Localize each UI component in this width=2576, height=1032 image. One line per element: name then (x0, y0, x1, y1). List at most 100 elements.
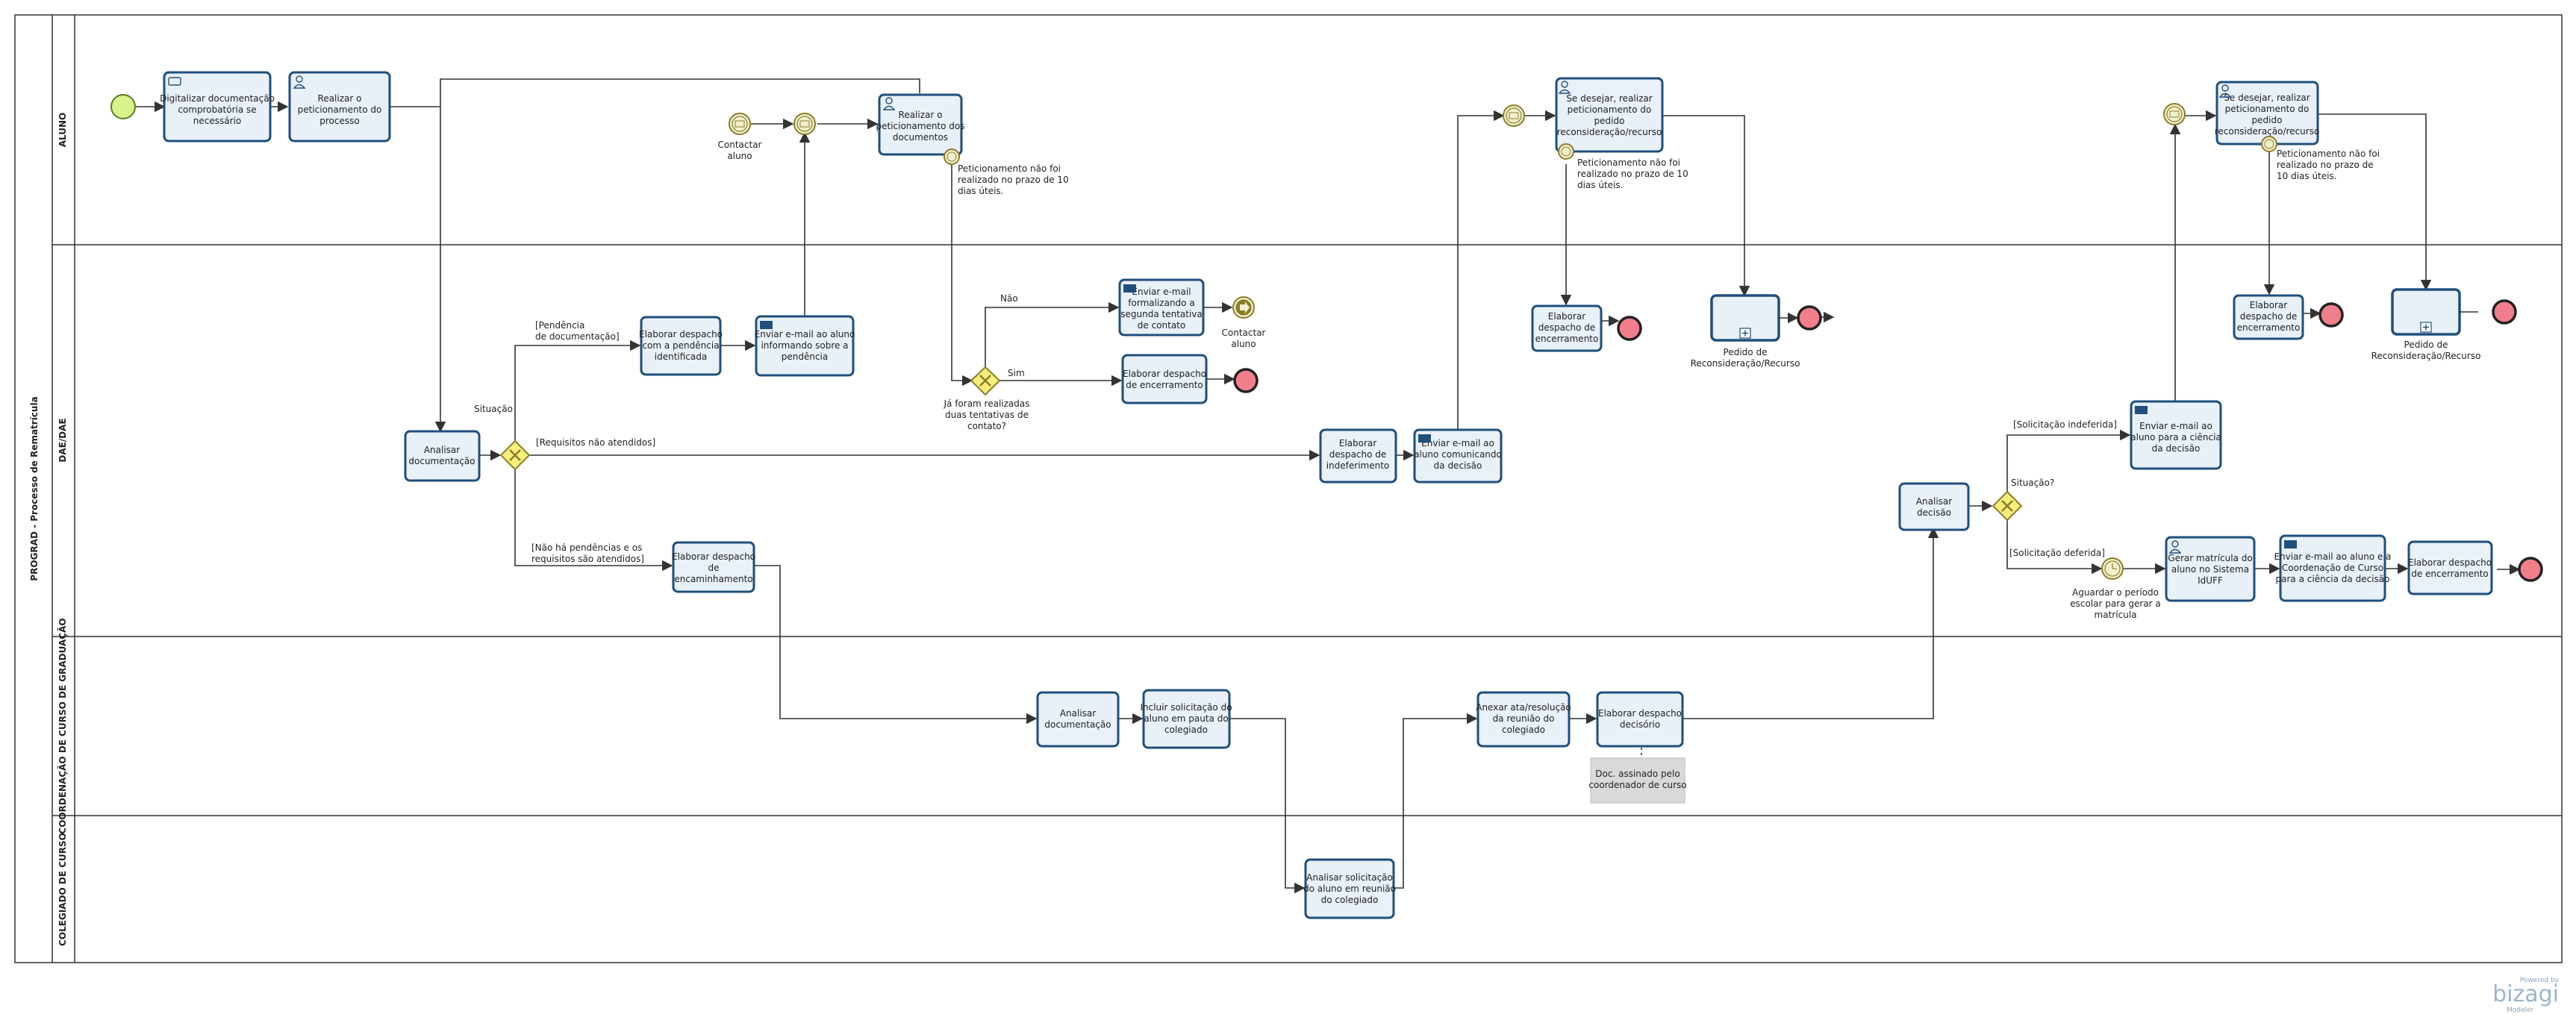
flow-label-pendencia-1: [Pendência (535, 320, 584, 331)
flow-label-deferida: [Solicitação deferida] (2009, 548, 2105, 558)
subprocess-pedido-1[interactable] (1710, 294, 1780, 342)
intermediate-event-merge-2[interactable] (1503, 104, 1525, 127)
flow-label-pendencia-2: de documentação] (535, 331, 620, 342)
end-event-2[interactable] (1617, 316, 1642, 341)
subprocess-pedido-2[interactable] (2391, 288, 2461, 336)
flow-label-requisitos-nao: [Requisitos não atendidos] (536, 437, 655, 448)
lane-dae: DAE/DAE (57, 418, 68, 462)
intermediate-events (729, 103, 2277, 580)
flow-label-nao: Não (1000, 293, 1018, 304)
gateway-situacao-decisao[interactable] (1992, 490, 2023, 522)
sequence-flows (136, 78, 2521, 894)
pool-border (14, 14, 2563, 963)
brand-product: Modeler (2507, 1007, 2534, 1014)
pool: PROGRAD - Processo de Rematrícula ALUNO … (14, 14, 2563, 963)
message-catch-event-1[interactable] (729, 113, 751, 135)
end-event-1[interactable] (1233, 368, 1259, 393)
flow-label-sim: Sim (1008, 368, 1025, 378)
brand-powered: Powered by (2520, 977, 2560, 984)
end-event-4[interactable] (2318, 302, 2344, 328)
gateway-situacao2-label: Situação? (2011, 478, 2054, 488)
end-event-6[interactable] (2518, 557, 2543, 582)
flow-labels: [Pendência de documentação] [Requisitos … (531, 293, 2117, 564)
end-events (1233, 299, 2543, 582)
gateway-situacao[interactable] (499, 440, 531, 471)
end-event-3[interactable] (1797, 305, 1822, 331)
timer-event-1[interactable] (944, 148, 960, 165)
intermediate-event-merge-1[interactable] (793, 113, 816, 135)
send-task-icon (760, 284, 2297, 548)
timer-event-2[interactable] (1558, 143, 1574, 160)
lane-coordenacao: COORDENAÇÃO DE CURSO DE GRADUAÇÃO (57, 618, 68, 834)
intermediate-event-merge-3[interactable] (2163, 103, 2186, 125)
flow-label-sem-pendencias-2: requisitos são atendidos] (531, 554, 644, 564)
message-throw-event[interactable] (1232, 296, 1255, 319)
gateway-tentativas[interactable] (970, 366, 1001, 396)
timer-event-aguardar[interactable] (2101, 557, 2124, 580)
timer-event-3[interactable] (2261, 136, 2277, 152)
brand-name: bizagi (2492, 981, 2559, 1007)
pool-title: PROGRAD - Processo de Rematrícula (29, 396, 40, 581)
start-event[interactable] (110, 94, 136, 119)
lane-colegiado: COLEGIADO DE CURSO (57, 833, 68, 946)
gateway-situacao-label: Situação (474, 404, 513, 414)
end-event-5[interactable] (2492, 299, 2517, 325)
bizagi-logo: Powered by bizagi Modeler (2492, 977, 2560, 1014)
